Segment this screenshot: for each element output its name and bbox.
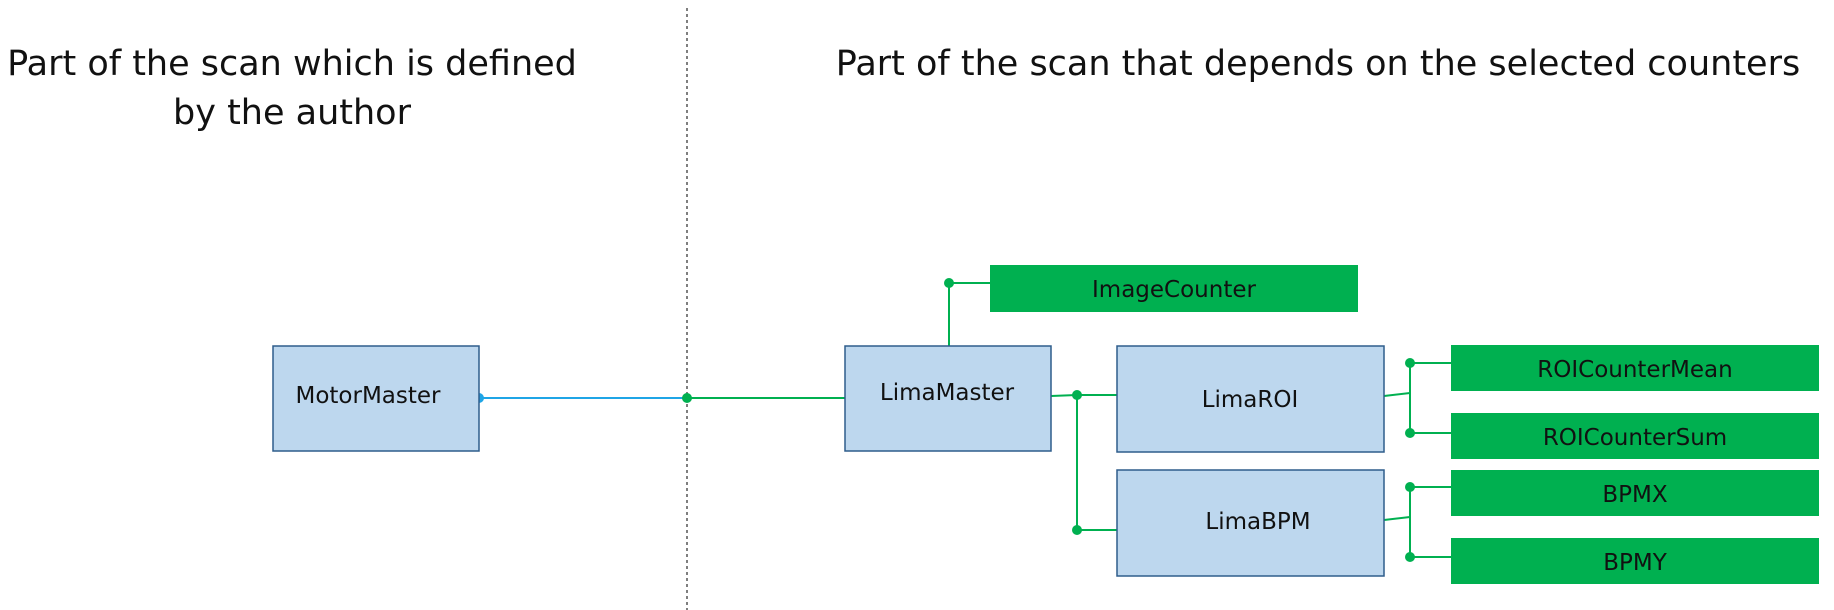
lima-bpm-label: LimaBPM	[1205, 509, 1310, 535]
bpmy-dot	[1405, 552, 1415, 562]
divider-junction-dot	[682, 393, 692, 403]
image-counter-link	[948, 282, 990, 346]
lima-bpm-branch-dot	[1072, 525, 1082, 535]
bpmx-label: BPMX	[1602, 482, 1667, 508]
lima-roi-node: LimaROI	[1116, 345, 1385, 453]
roi-counter-mean-node: ROICounterMean	[1451, 345, 1819, 391]
counters-section-heading: Part of the scan that depends on the sel…	[836, 44, 1800, 84]
lima-roi-branch-link	[1383, 392, 1411, 397]
bpmy-node: BPMY	[1451, 538, 1819, 584]
lima-master-node: LimaMaster	[844, 345, 1052, 452]
roi-counter-sum-node: ROICounterSum	[1451, 413, 1819, 459]
lima-bpm-branch-link	[1383, 516, 1411, 521]
lima-roi-label: LimaROI	[1202, 387, 1299, 413]
roi-counters-bus	[1409, 362, 1451, 434]
roi-counter-sum-dot	[1405, 428, 1415, 438]
connector-dots	[474, 278, 1415, 562]
author-section-heading-line1: Part of the scan which is defined	[7, 44, 577, 84]
lima-master-branch-dot	[1072, 390, 1082, 400]
motor-master-node: MotorMaster	[272, 345, 480, 452]
connectors	[479, 282, 1451, 558]
roi-counter-sum-label: ROICounterSum	[1543, 425, 1727, 451]
image-counter-node: ImageCounter	[990, 265, 1358, 312]
roi-counter-mean-label: ROICounterMean	[1537, 357, 1732, 383]
motor-master-label: MotorMaster	[295, 383, 441, 409]
lima-master-label: LimaMaster	[880, 380, 1015, 406]
image-counter-label: ImageCounter	[1092, 277, 1256, 303]
lima-bpm-link	[1076, 395, 1117, 531]
image-counter-dot	[944, 278, 954, 288]
bpmx-node: BPMX	[1451, 470, 1819, 516]
bpmx-dot	[1405, 482, 1415, 492]
bpmy-label: BPMY	[1603, 550, 1667, 576]
lima-bpm-node: LimaBPM	[1116, 469, 1385, 577]
roi-counter-mean-dot	[1405, 358, 1415, 368]
bpm-counters-bus	[1409, 486, 1451, 558]
author-section-heading-line2: by the author	[173, 93, 412, 133]
